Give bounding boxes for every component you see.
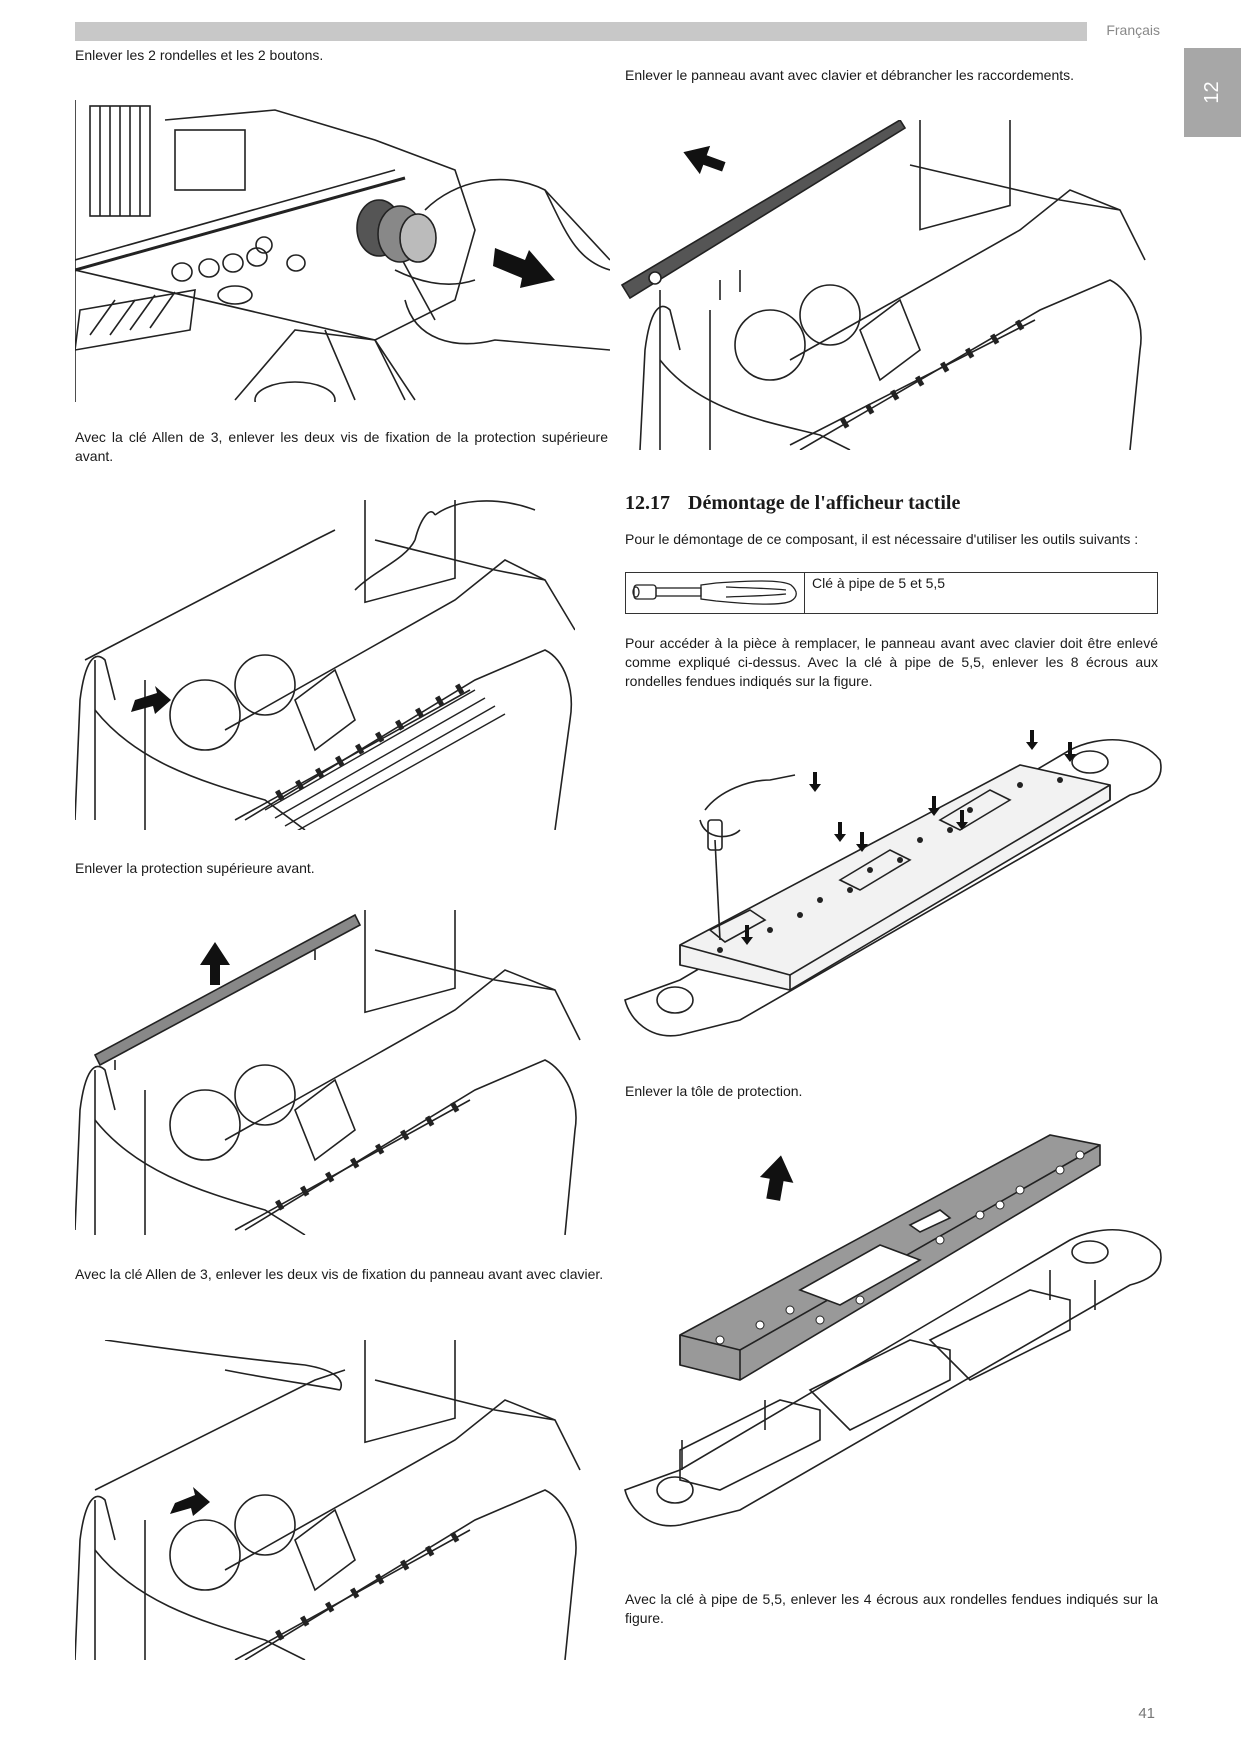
chapter-tab: 12 bbox=[1184, 48, 1241, 137]
section-number: 12.17 bbox=[625, 492, 670, 514]
figure-remove-protection-sheet bbox=[620, 1130, 1170, 1530]
left-step-3-text: Enlever la protection supérieure avant. bbox=[75, 860, 315, 876]
figure-remove-knobs bbox=[75, 100, 610, 402]
language-label: Français bbox=[1106, 22, 1160, 38]
socket-wrench-icon bbox=[626, 573, 805, 613]
right-step-2-text: Pour accéder à la pièce à remplacer, le … bbox=[625, 635, 1158, 689]
header-bar bbox=[75, 22, 1087, 41]
page-number: 41 bbox=[1138, 1705, 1155, 1722]
figure-remove-front-panel-screws bbox=[75, 1340, 585, 1660]
figure-remove-8-nuts bbox=[620, 720, 1170, 1050]
figure-remove-top-protection bbox=[75, 910, 585, 1235]
section-title: Démontage de l'afficheur tactile bbox=[688, 492, 961, 514]
tools-intro-text: Pour le démontage de ce composant, il es… bbox=[625, 531, 1139, 547]
right-step-3-text: Enlever la tôle de protection. bbox=[625, 1083, 803, 1099]
figure-remove-screws-top-protection bbox=[75, 500, 575, 830]
left-step-2-text: Avec la clé Allen de 3, enlever les deux… bbox=[75, 429, 608, 464]
right-step-4-text: Avec la clé à pipe de 5,5, enlever les 4… bbox=[625, 1591, 1158, 1626]
tools-table: Clé à pipe de 5 et 5,5 bbox=[625, 572, 1158, 614]
tool-name: Clé à pipe de 5 et 5,5 bbox=[812, 575, 946, 591]
section-heading: 12.17 Démontage de l'afficheur tactile bbox=[625, 492, 960, 515]
left-step-4-text: Avec la clé Allen de 3, enlever les deux… bbox=[75, 1266, 604, 1282]
figure-remove-front-panel bbox=[620, 120, 1165, 450]
right-step-1-text: Enlever le panneau avant avec clavier et… bbox=[625, 67, 1075, 83]
left-step-1-text: Enlever les 2 rondelles et les 2 boutons… bbox=[75, 47, 324, 63]
chapter-number: 12 bbox=[1201, 81, 1223, 104]
